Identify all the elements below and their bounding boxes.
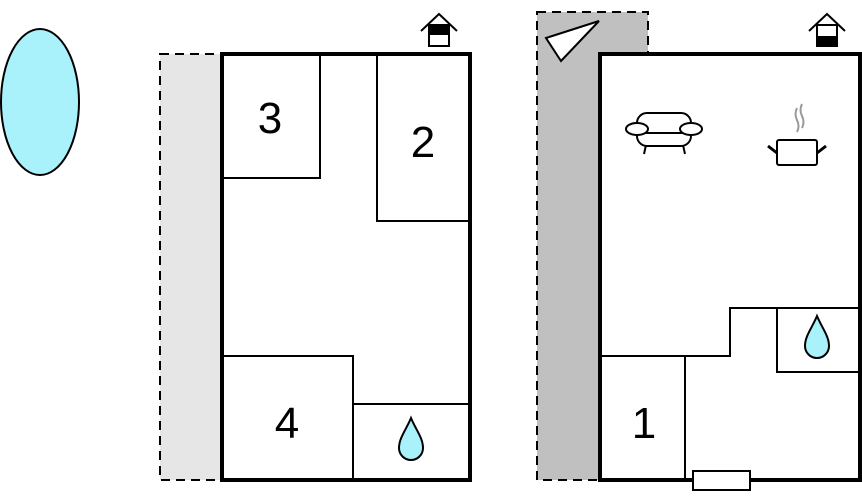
bathroom — [352, 403, 471, 481]
room-3 — [221, 53, 321, 179]
compass-icon — [544, 20, 600, 63]
shower-icon — [803, 313, 831, 359]
kitchen-pot-icon — [767, 103, 827, 166]
window — [692, 470, 751, 491]
room-label-1: 1 — [632, 399, 656, 448]
floor-outline — [220, 52, 472, 482]
room-label-3: 3 — [258, 94, 282, 143]
room-2 — [376, 53, 471, 222]
sofa-icon — [625, 112, 703, 155]
ground-floor-plan: 1 — [536, 11, 862, 491]
house-floor-icon — [808, 12, 846, 47]
room-label-4: 4 — [275, 399, 299, 448]
house-floor-icon — [420, 12, 458, 47]
pool-icon — [0, 28, 80, 176]
bathroom — [776, 307, 861, 373]
terrace — [159, 53, 223, 481]
upper-floor-plan: 3 2 4 — [159, 12, 472, 482]
room-label-2: 2 — [411, 118, 435, 167]
shower-icon — [397, 415, 425, 461]
